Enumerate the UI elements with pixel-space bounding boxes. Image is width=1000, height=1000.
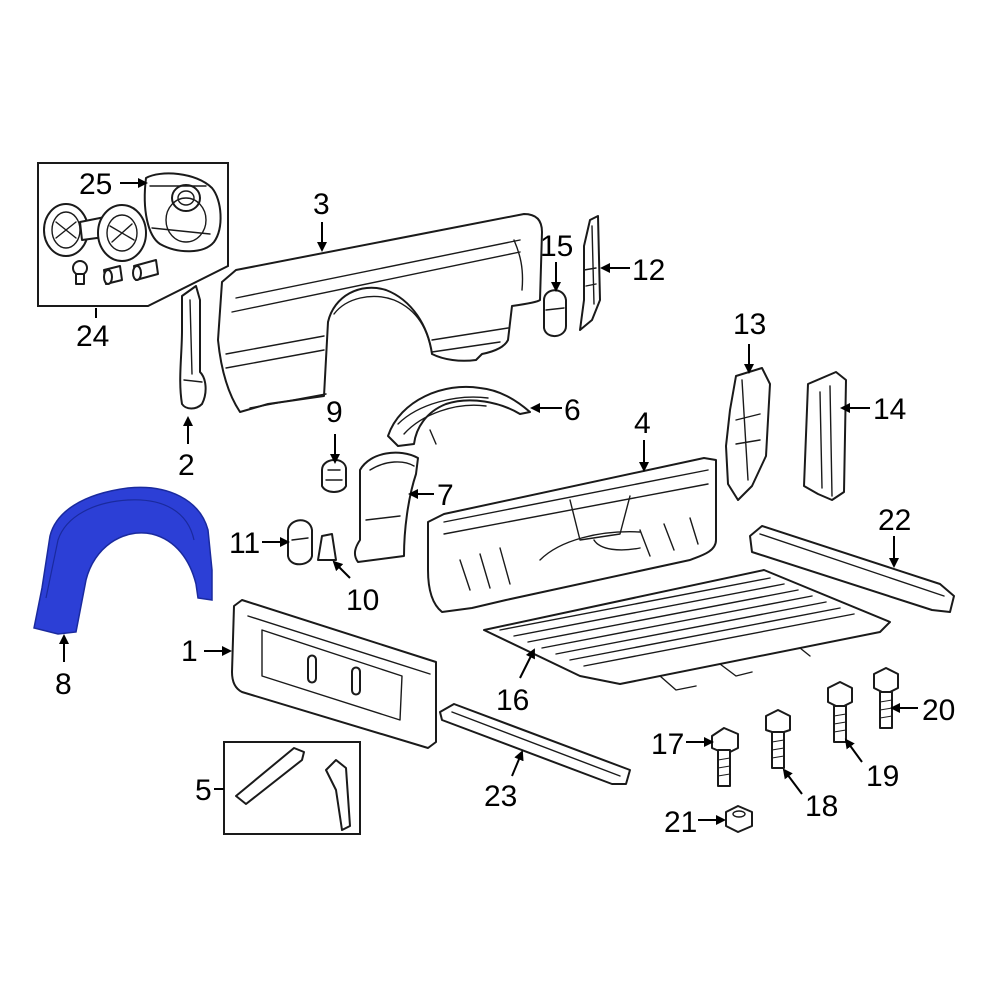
callout-16: 16 bbox=[496, 684, 529, 717]
bed-floor bbox=[483, 569, 891, 691]
callout-25: 25 bbox=[79, 168, 112, 201]
callout-21: 21 bbox=[664, 806, 697, 839]
bolt-20 bbox=[873, 667, 899, 729]
front-panel bbox=[427, 457, 717, 613]
callout-6: 6 bbox=[564, 394, 581, 427]
callout-5: 5 bbox=[195, 774, 212, 807]
callout-7: 7 bbox=[437, 479, 454, 512]
callout-10: 10 bbox=[346, 584, 379, 617]
callout-11: 11 bbox=[229, 527, 260, 560]
callout-4: 4 bbox=[634, 407, 651, 440]
rear-corner-pillar bbox=[725, 367, 771, 501]
callout-labels: 1 2 3 4 5 6 7 8 9 10 11 12 13 14 15 16 1… bbox=[55, 168, 955, 839]
seals-inset bbox=[223, 741, 361, 835]
corner-post bbox=[803, 371, 847, 501]
bolt-19 bbox=[827, 681, 853, 743]
fender-flare-detail bbox=[45, 499, 195, 599]
callout-leaders bbox=[59, 178, 918, 825]
rear-sill bbox=[439, 703, 631, 785]
bolt-18 bbox=[765, 709, 791, 769]
callout-15: 15 bbox=[540, 230, 573, 263]
callout-8: 8 bbox=[55, 668, 72, 701]
plug bbox=[543, 289, 567, 337]
callout-2: 2 bbox=[178, 449, 195, 482]
callout-12: 12 bbox=[632, 254, 665, 287]
callout-23: 23 bbox=[484, 780, 517, 813]
callout-20: 20 bbox=[922, 694, 955, 727]
fender-flare[interactable] bbox=[33, 486, 213, 635]
retainer-clip bbox=[321, 459, 347, 493]
side-bracket bbox=[179, 285, 207, 410]
fuel-door-inset bbox=[37, 162, 229, 307]
callout-22: 22 bbox=[878, 504, 911, 537]
pad bbox=[287, 519, 313, 566]
wheelhouse-outer bbox=[387, 385, 531, 447]
callout-13: 13 bbox=[733, 308, 766, 341]
side-rail bbox=[749, 525, 955, 613]
callout-9: 9 bbox=[326, 396, 343, 429]
front-pillar-strip bbox=[579, 215, 601, 331]
tailgate bbox=[231, 599, 437, 749]
callout-24: 24 bbox=[76, 320, 109, 353]
callout-19: 19 bbox=[866, 760, 899, 793]
wheelhouse-liner bbox=[353, 451, 419, 563]
callout-1: 1 bbox=[181, 635, 198, 668]
callout-18: 18 bbox=[805, 790, 838, 823]
bed-side-panel bbox=[217, 213, 543, 413]
callout-14: 14 bbox=[873, 393, 906, 426]
callout-3: 3 bbox=[313, 188, 330, 221]
nut-21 bbox=[725, 805, 753, 833]
bolt-17 bbox=[711, 727, 739, 787]
fender-flare-shape[interactable] bbox=[33, 486, 213, 635]
wedge-pad bbox=[317, 533, 337, 561]
callout-17: 17 bbox=[651, 728, 684, 761]
